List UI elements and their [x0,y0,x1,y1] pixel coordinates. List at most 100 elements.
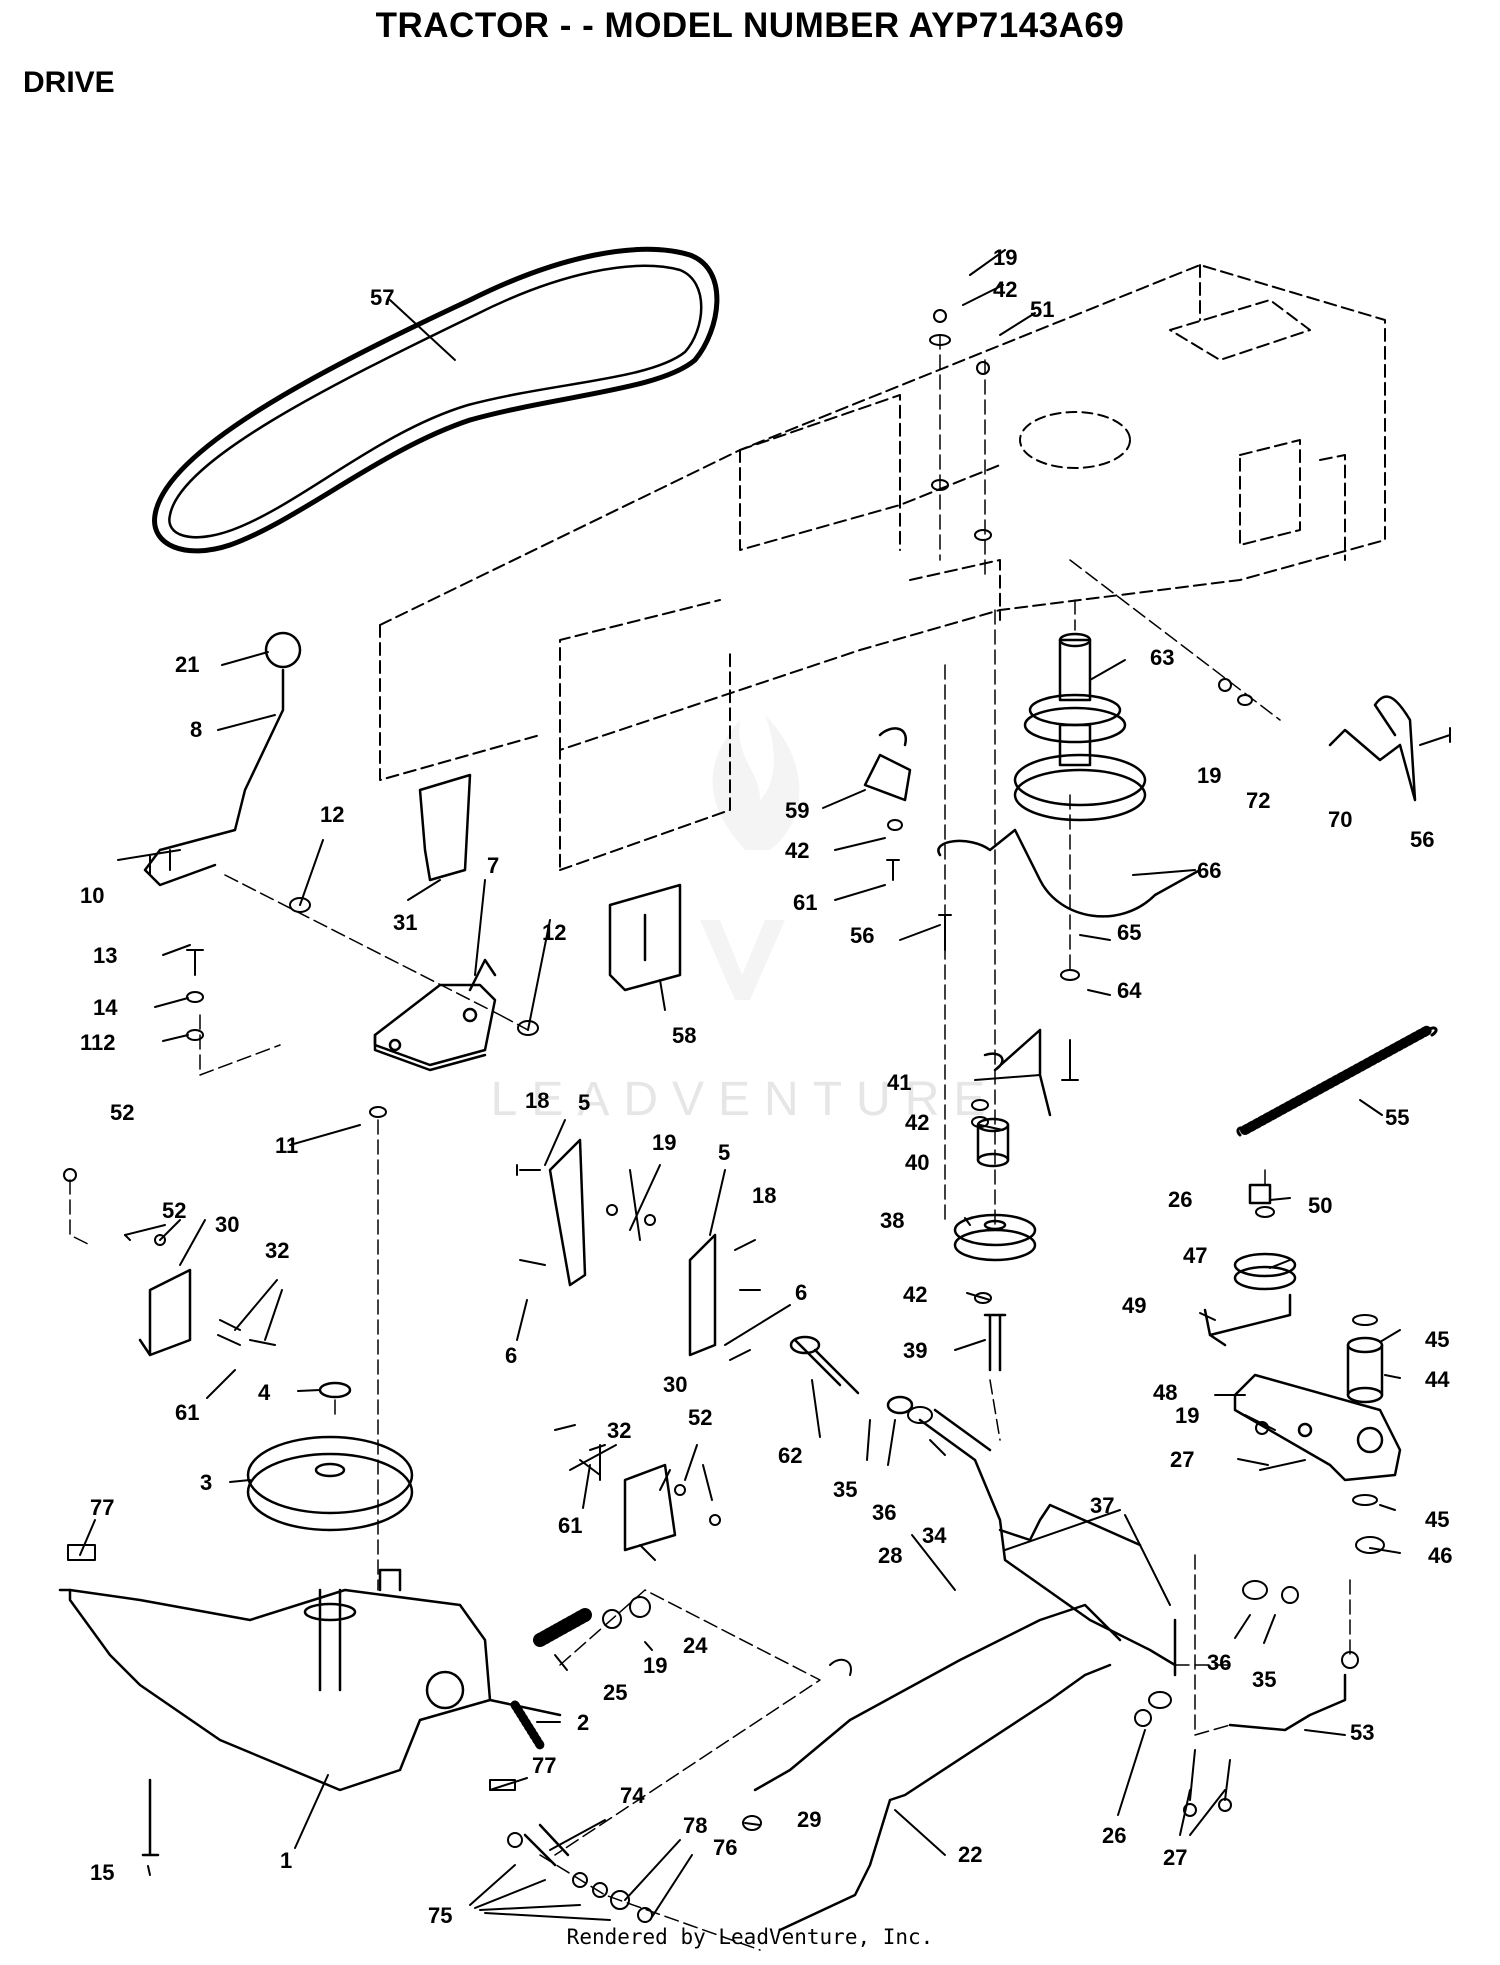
retainer-clip [863,727,912,802]
callout-12: 12 [320,802,344,827]
lift-arm [998,1503,1177,1677]
callout-6: 6 [795,1280,807,1305]
callout-42: 42 [993,277,1017,302]
callout-32: 32 [265,1238,289,1263]
callout-47: 47 [1183,1243,1207,1268]
callout-30: 30 [215,1212,239,1237]
hardware-fasteners [63,309,1451,1923]
callout-22: 22 [958,1842,982,1867]
callout-31: 31 [393,910,417,935]
callout-12b: 12 [542,920,566,945]
cross-shaft [918,1408,1177,1667]
leader-lines [79,249,1401,1921]
callout-44: 44 [1425,1367,1450,1392]
callout-19: 19 [993,245,1017,270]
callout-55: 55 [1385,1105,1409,1130]
callout-3: 3 [200,1470,212,1495]
callout-25: 25 [603,1680,627,1705]
callout-39: 39 [903,1338,927,1363]
callout-36b: 36 [1207,1650,1231,1675]
callout-59: 59 [785,798,809,823]
callout-61: 61 [793,890,817,915]
extension-spring [510,1700,545,1750]
footer-credit: Rendered by LeadVenture, Inc. [566,1925,934,1949]
idler-arm-plate [1233,1373,1402,1482]
clutch-rod [778,1663,1112,1932]
callout-18b: 18 [752,1183,776,1208]
callout-74: 74 [620,1783,645,1808]
callout-30b: 30 [663,1372,687,1397]
callout-77: 77 [90,1495,114,1520]
callout-72: 72 [1246,788,1270,813]
callout-26: 26 [1168,1187,1192,1212]
mounting-bracket-left [138,1268,192,1357]
callout-46: 46 [1428,1543,1452,1568]
callout-34: 34 [922,1523,947,1548]
callout-62: 62 [778,1443,802,1468]
callout-41: 41 [887,1070,911,1095]
shaft-bushing [789,1335,860,1395]
callout-11: 11 [275,1133,298,1158]
shaft-spacer [523,1823,570,1867]
page-title: TRACTOR - - MODEL NUMBER AYP7143A69 [375,6,1125,45]
callout-75: 75 [428,1903,452,1928]
callout-40: 40 [905,1150,929,1175]
callout-18: 18 [525,1088,549,1113]
callout-66: 66 [1197,858,1221,883]
pulley-bracket [1203,1293,1292,1347]
mounting-bracket-center [623,1463,677,1552]
callout-15: 15 [90,1860,114,1885]
callout-56: 56 [1410,827,1434,852]
callout-52b: 52 [162,1198,186,1223]
callout-36: 36 [872,1500,896,1525]
callout-50: 50 [1308,1193,1332,1218]
callout-24: 24 [683,1633,708,1658]
callout-51: 51 [1030,297,1054,322]
callout-45b: 45 [1425,1507,1449,1532]
callout-61b: 61 [175,1400,199,1425]
callout-63: 63 [1150,645,1174,670]
link-plate-right [688,1233,717,1357]
drive-rod [753,1603,1122,1792]
callout-70: 70 [1328,807,1352,832]
callout-27: 27 [1170,1447,1194,1472]
callout-21: 21 [175,652,199,677]
section-title: DRIVE [23,66,115,99]
callout-2: 2 [577,1710,589,1735]
callout-53: 53 [1350,1720,1374,1745]
callout-42b: 42 [785,838,809,863]
frame-opening [1019,411,1131,469]
mount-plate [608,883,682,992]
callout-19c: 19 [652,1130,676,1155]
bracket-plate [418,773,472,882]
callout-37: 37 [1090,1493,1114,1518]
watermark-text: LEADVENTURE [491,1073,1000,1126]
callout-52: 52 [110,1100,134,1125]
callout-19d: 19 [1175,1403,1199,1428]
watermark-logo [700,715,800,1000]
callout-48: 48 [1153,1380,1177,1405]
callout-42d: 42 [903,1282,927,1307]
callout-28: 28 [878,1543,902,1568]
callout-4: 4 [258,1380,271,1405]
idler-arm [937,828,1202,918]
tension-spring [1236,1025,1438,1137]
retaining-ring [318,1381,352,1399]
pivot-bushing [1346,1336,1384,1404]
link-plate-left [548,1138,587,1287]
callout-6b: 6 [505,1343,517,1368]
callout-65: 65 [1117,920,1141,945]
callout-38: 38 [880,1208,904,1233]
callout-35: 35 [833,1477,857,1502]
callout-1: 1 [280,1848,292,1873]
callout-13: 13 [93,943,117,968]
callout-7: 7 [487,853,499,878]
transaxle [58,1568,562,1792]
callout-32b: 32 [607,1418,631,1443]
callout-26b: 26 [1102,1823,1126,1848]
flat-washer [886,1395,914,1415]
axle-bolt [141,1778,160,1857]
idler-pulley-assembly [1013,632,1147,822]
callout-5: 5 [578,1090,590,1115]
